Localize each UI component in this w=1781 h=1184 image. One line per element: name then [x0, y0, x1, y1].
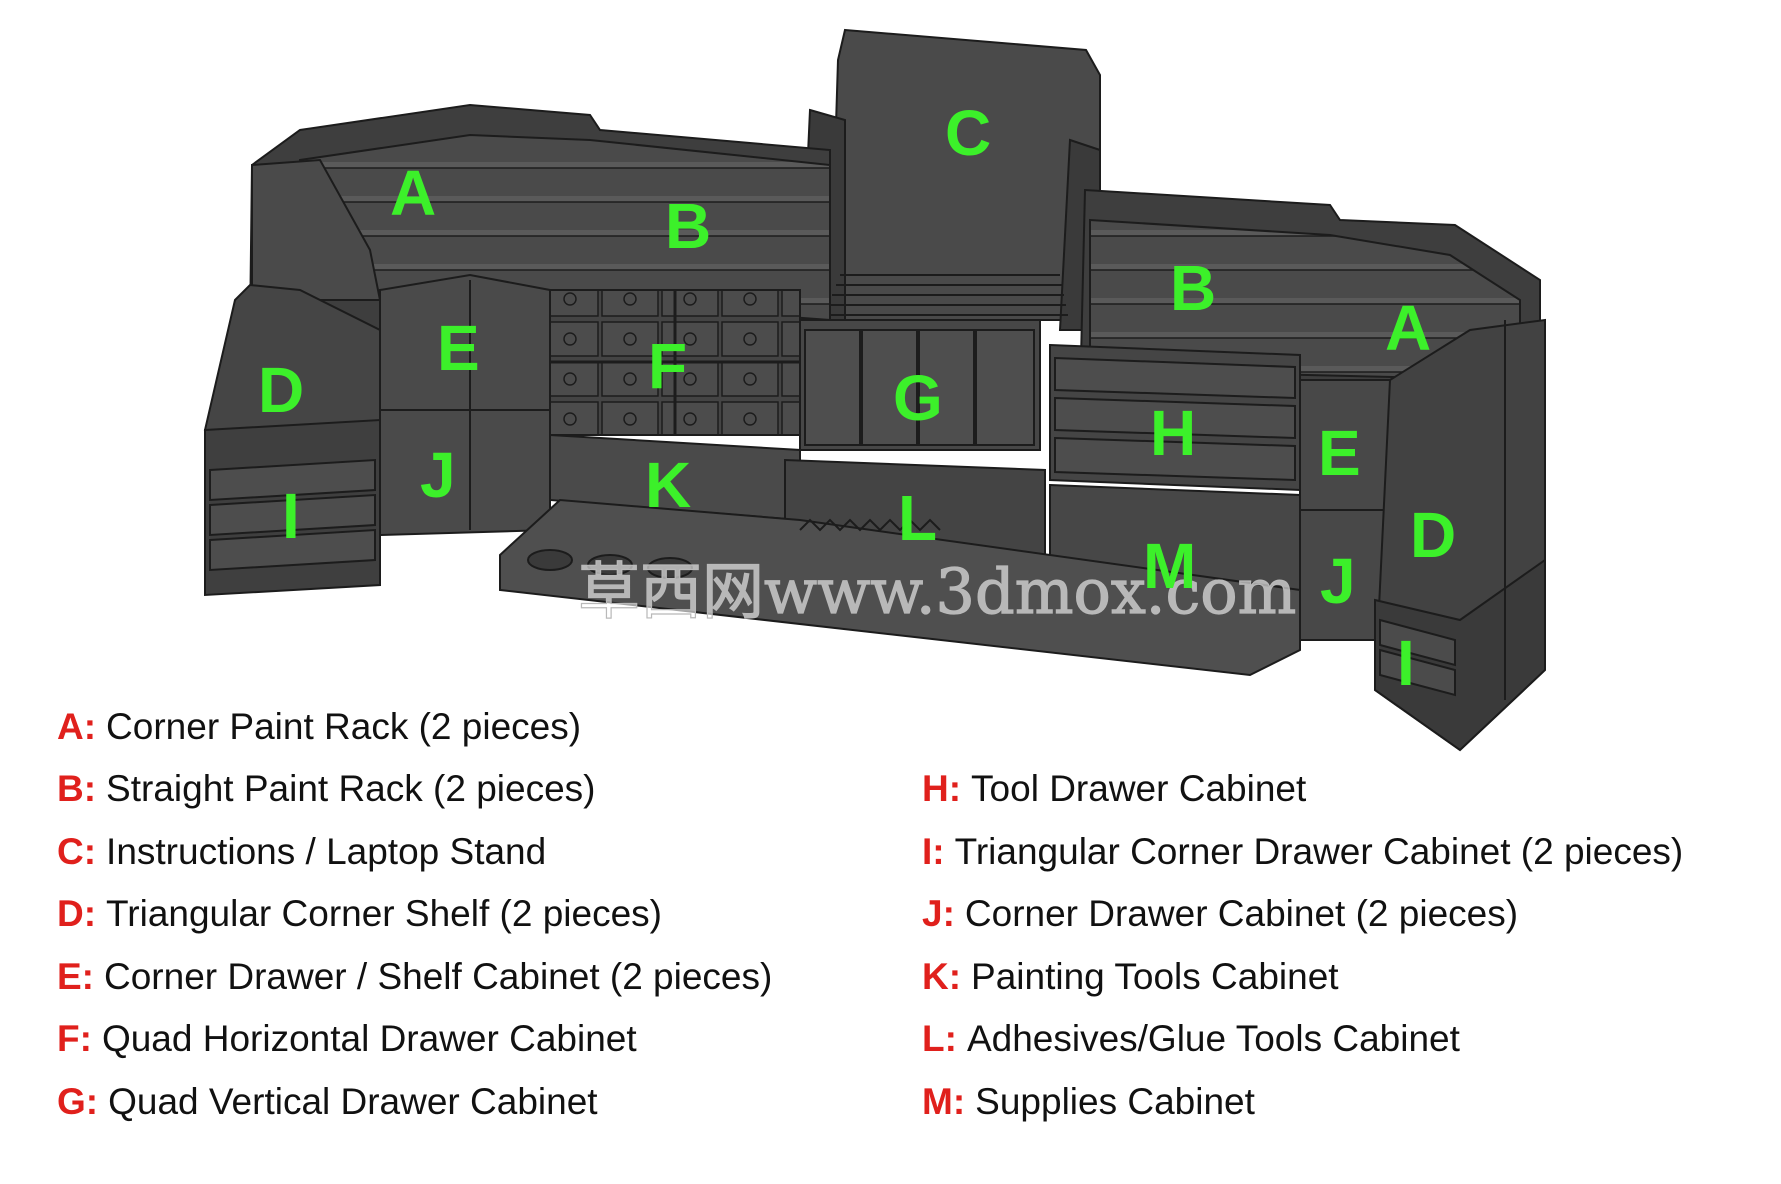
- legend-key: K:: [922, 956, 962, 997]
- legend-item: B:Straight Paint Rack (2 pieces): [57, 767, 595, 811]
- upper-left-racks: [248, 103, 831, 331]
- callout-f: F: [648, 330, 687, 402]
- callout-i-left: I: [282, 480, 300, 552]
- legend-item: A:Corner Paint Rack (2 pieces): [57, 705, 581, 749]
- left-corner-cabinets: [203, 283, 381, 597]
- callout-m: M: [1143, 530, 1196, 602]
- callout-e-right: E: [1318, 417, 1361, 489]
- tool-drawer-cabinet: [1049, 343, 1301, 492]
- legend-item: H:Tool Drawer Cabinet: [922, 767, 1306, 811]
- callout-j-right: J: [1320, 545, 1356, 617]
- legend-text: Adhesives/Glue Tools Cabinet: [966, 1018, 1460, 1059]
- legend-item: M:Supplies Cabinet: [922, 1080, 1255, 1124]
- legend-item: C:Instructions / Laptop Stand: [57, 830, 546, 874]
- callout-labels: C A B B A E F D G H E J K L I D M J I: [258, 97, 1456, 699]
- legend-key: E:: [57, 956, 94, 997]
- legend-text: Supplies Cabinet: [975, 1081, 1255, 1122]
- watermark: 草西网www.3dmox.com: [578, 555, 1296, 628]
- legend-item: K:Painting Tools Cabinet: [922, 955, 1339, 999]
- legend-text: Quad Vertical Drawer Cabinet: [108, 1081, 598, 1122]
- legend-item: D:Triangular Corner Shelf (2 pieces): [57, 892, 662, 936]
- legend-key: C:: [57, 831, 97, 872]
- callout-c: C: [945, 97, 991, 169]
- bottom-tool-trays: [499, 433, 1301, 677]
- callout-l: L: [898, 482, 937, 554]
- laptop-stand-c: [798, 28, 1101, 331]
- legend-key: M:: [922, 1081, 966, 1122]
- legend-item: J:Corner Drawer Cabinet (2 pieces): [922, 892, 1518, 936]
- callout-k: K: [645, 449, 691, 521]
- legend-key: L:: [922, 1018, 957, 1059]
- callout-e-left: E: [437, 312, 480, 384]
- legend-item: I:Triangular Corner Drawer Cabinet (2 pi…: [922, 830, 1683, 874]
- callout-i-right: I: [1397, 627, 1415, 699]
- legend-text: Corner Drawer Cabinet (2 pieces): [964, 893, 1519, 934]
- legend-key: J:: [922, 893, 955, 934]
- callout-d-left: D: [258, 354, 304, 426]
- legend-item: L:Adhesives/Glue Tools Cabinet: [922, 1017, 1460, 1061]
- legend-key: H:: [922, 768, 962, 809]
- legend-item: E:Corner Drawer / Shelf Cabinet (2 piece…: [57, 955, 772, 999]
- legend-text: Quad Horizontal Drawer Cabinet: [101, 1018, 637, 1059]
- legend-text: Triangular Corner Drawer Cabinet (2 piec…: [954, 831, 1684, 872]
- legend-key: I:: [922, 831, 945, 872]
- callout-b-left: B: [665, 190, 711, 262]
- legend-text: Triangular Corner Shelf (2 pieces): [106, 893, 662, 934]
- legend-key: G:: [57, 1081, 99, 1122]
- legend-text: Painting Tools Cabinet: [971, 956, 1339, 997]
- legend-key: F:: [57, 1018, 92, 1059]
- right-corner-cabinets: [1373, 318, 1546, 752]
- legend-text: Tool Drawer Cabinet: [971, 768, 1307, 809]
- legend-text: Straight Paint Rack (2 pieces): [106, 768, 596, 809]
- legend-item: F:Quad Horizontal Drawer Cabinet: [57, 1017, 637, 1061]
- callout-h: H: [1150, 397, 1196, 469]
- callout-j-left: J: [420, 439, 456, 511]
- quad-vertical-drawer-cabinet: [799, 319, 1041, 451]
- legend-key: D:: [57, 893, 97, 934]
- callout-a-left: A: [390, 157, 436, 229]
- upper-right-racks: [1078, 188, 1541, 401]
- legend-item: G:Quad Vertical Drawer Cabinet: [57, 1080, 598, 1124]
- callout-b-right: B: [1170, 252, 1216, 324]
- legend-text: Instructions / Laptop Stand: [106, 831, 547, 872]
- callout-g: G: [893, 362, 943, 434]
- callout-d-right: D: [1410, 499, 1456, 571]
- legend-text: Corner Drawer / Shelf Cabinet (2 pieces): [104, 956, 773, 997]
- legend-key: A:: [57, 706, 97, 747]
- legend-key: B:: [57, 768, 97, 809]
- legend-text: Corner Paint Rack (2 pieces): [106, 706, 582, 747]
- callout-a-right: A: [1385, 292, 1431, 364]
